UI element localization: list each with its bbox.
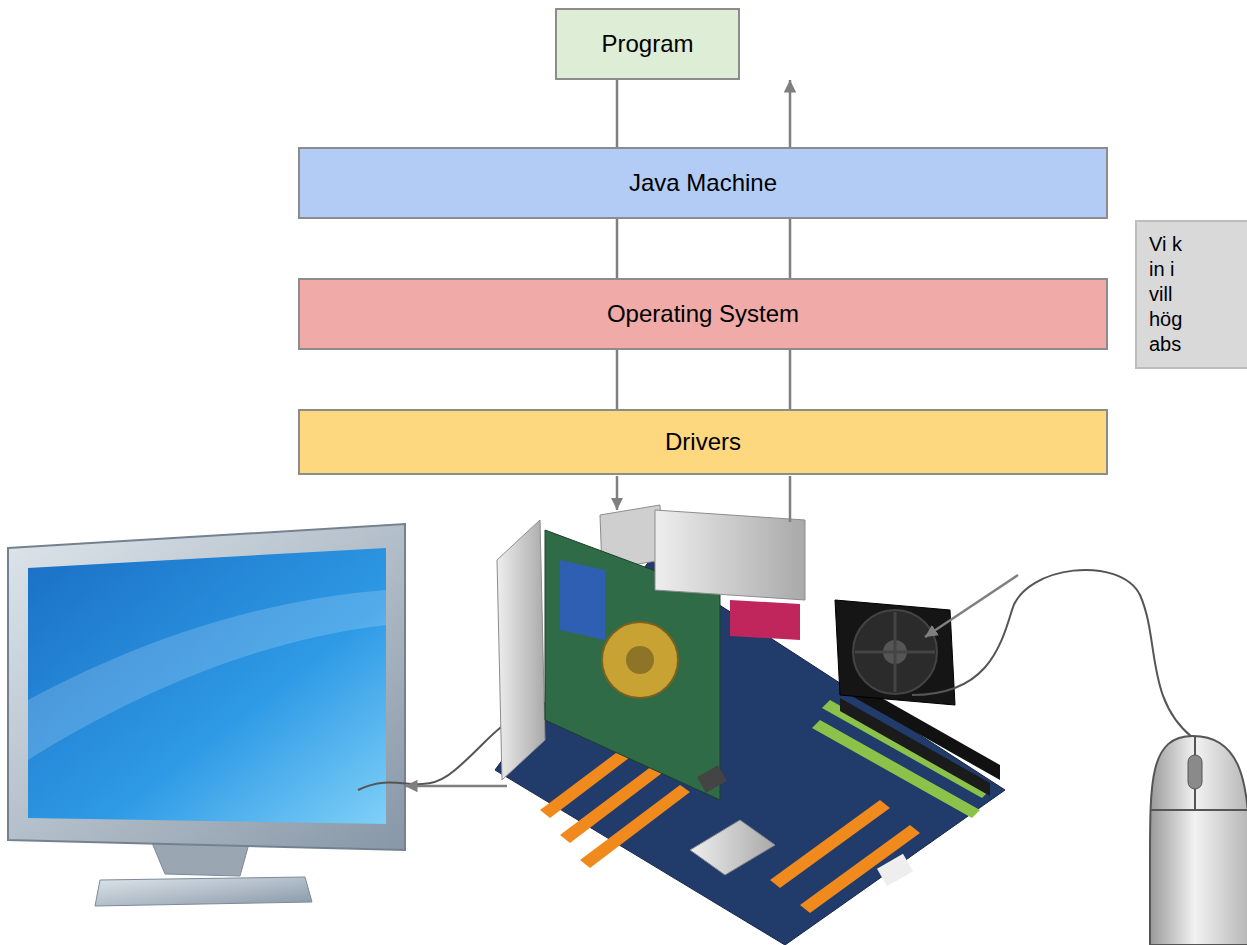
- layer-connector: [789, 80, 792, 147]
- layer-connector: [789, 350, 792, 409]
- motherboard: [495, 505, 1005, 945]
- output-arrow: [405, 785, 507, 788]
- note-text: Vi k in i vill hög abs: [1149, 232, 1201, 357]
- hardware-down-line: [616, 476, 619, 510]
- input-arrow: [925, 575, 1018, 637]
- layer-band: Java Machine: [298, 147, 1108, 219]
- monitor: [8, 524, 405, 906]
- layer-label: Program: [601, 30, 693, 59]
- note-box: Vi k in i vill hög abs: [1135, 220, 1247, 369]
- layer-label: Java Machine: [629, 169, 777, 198]
- layer-connector: [616, 219, 619, 278]
- layer-connector: [616, 350, 619, 409]
- layer-label: Drivers: [665, 428, 741, 457]
- layer-label: Operating System: [607, 300, 799, 329]
- layer-connector: [789, 219, 792, 278]
- hardware-up-line: [789, 476, 792, 522]
- program-box: Program: [555, 8, 740, 80]
- mouse-cable: [912, 570, 1193, 738]
- mouse: [1150, 736, 1247, 945]
- layer-band: Operating System: [298, 278, 1108, 350]
- layer-connector: [616, 80, 619, 147]
- layer-band: Drivers: [298, 409, 1108, 475]
